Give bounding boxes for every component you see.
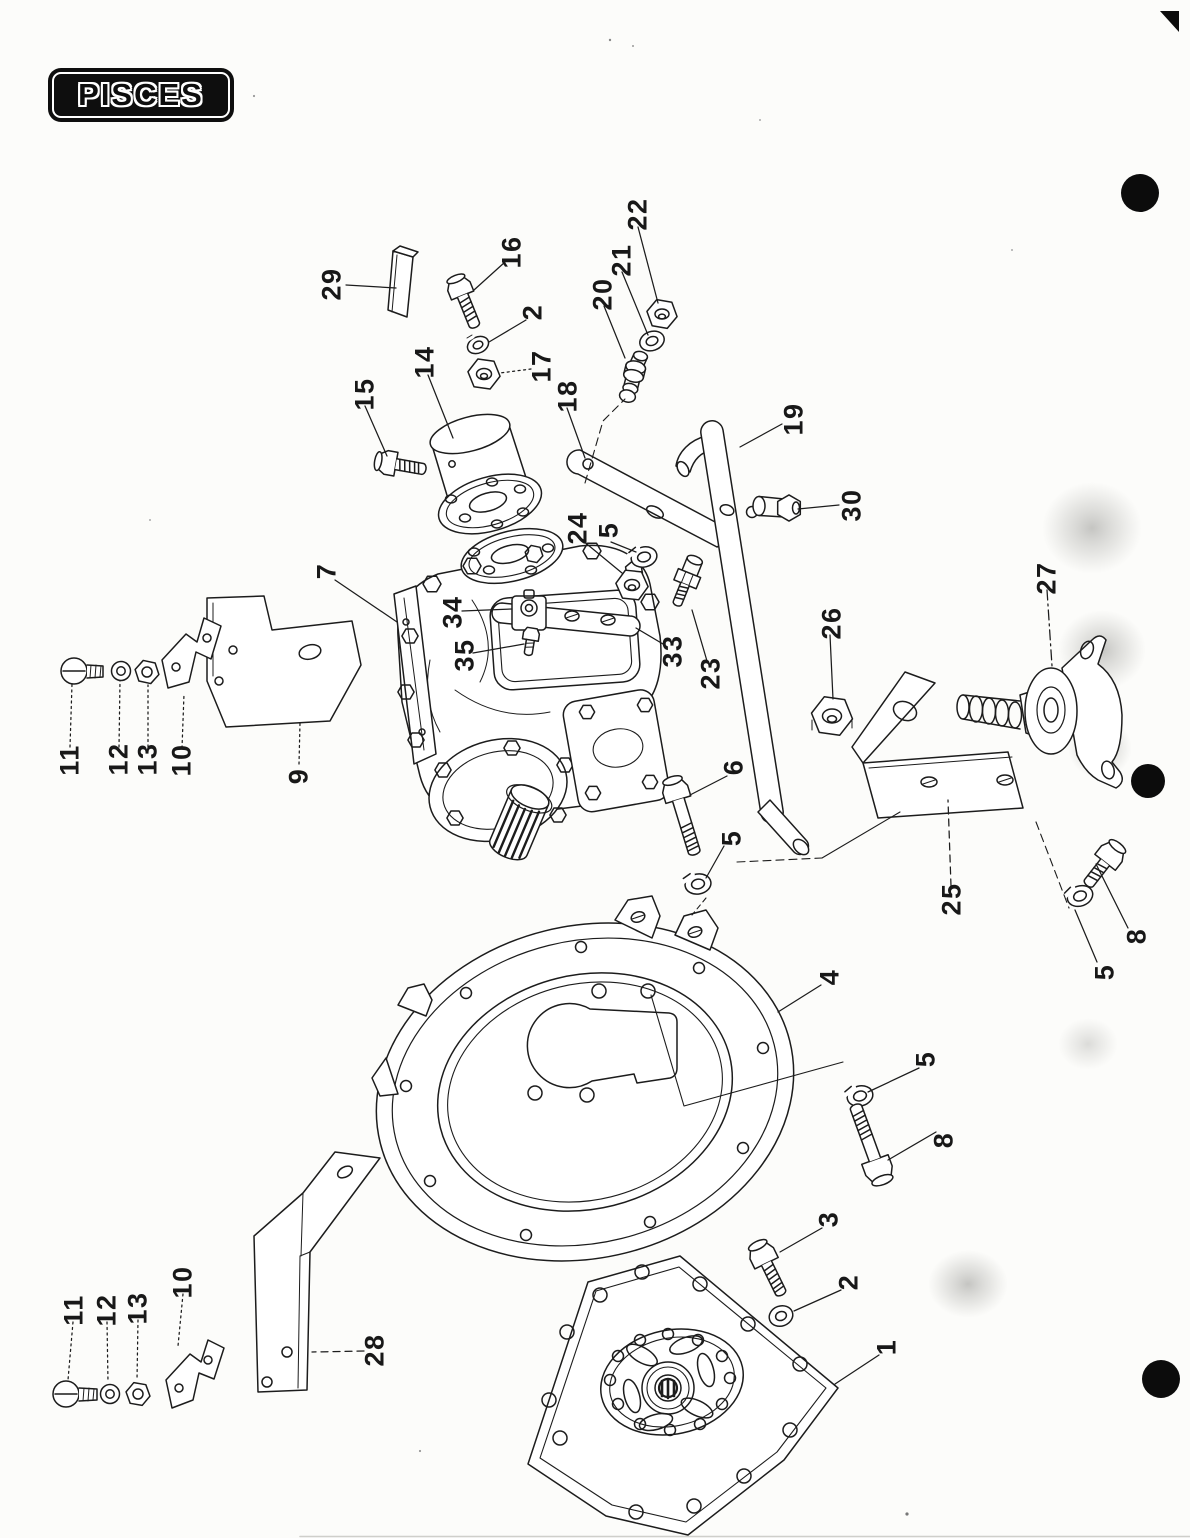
scan-artifact-corner-mark [1160,11,1179,32]
callout-11: 11 [58,1294,89,1326]
callout-30: 30 [836,488,867,522]
callout-20: 20 [587,277,618,311]
part-plunger-20 [618,350,649,403]
part-bolt-30 [752,493,802,523]
callout-35: 35 [449,638,480,672]
part-bracket-25 [851,671,1024,819]
pisces-logo: PISCES [48,68,234,122]
callout-10: 10 [166,743,197,777]
callout-2: 2 [833,1273,864,1291]
callout-22: 22 [622,197,653,231]
scan-artifacts [1121,11,1180,1398]
part-washer-2-upper [466,334,490,355]
part-damper-plate-1 [527,1255,839,1536]
part-bell-housing-4 [371,895,795,1262]
callout-11: 11 [54,744,85,776]
callout-21: 21 [606,243,637,277]
part-nut-24 [613,567,651,603]
callout-5: 5 [910,1050,941,1068]
part-bolt-8-mid [849,1103,894,1187]
callout-25: 25 [936,882,967,916]
part-washer-2-lower [768,1304,794,1328]
part-side-bracket-9 [206,595,362,728]
part-screw-11-lower [52,1380,98,1408]
part-coupling-27 [956,635,1123,789]
callout-27: 27 [1031,561,1062,595]
callout-19: 19 [778,402,809,436]
part-nut-17 [464,356,504,392]
callout-14: 14 [409,345,440,379]
part-screw-35 [521,626,541,657]
callout-15: 15 [349,377,380,411]
part-bolt-15 [373,449,427,477]
callout-4: 4 [814,968,845,986]
part-output-spline-shaft [488,784,553,861]
callout-13: 13 [122,1291,153,1325]
leader-lines [67,226,1129,1385]
callout-5: 5 [1089,963,1120,981]
callout-6: 6 [718,758,749,776]
part-bolt-8-right [1083,838,1127,888]
callout-28: 28 [359,1333,390,1367]
part-bolt-16 [446,273,481,329]
callout-23: 23 [695,656,726,690]
callout-29: 29 [316,267,347,301]
logo-border [52,72,230,118]
callout-34: 34 [437,595,468,629]
part-bolt-3 [747,1238,787,1297]
callout-7: 7 [311,562,342,580]
part-nut-13-upper [131,658,163,686]
part-key-29 [387,245,419,318]
callout-33: 33 [657,634,688,668]
callout-12: 12 [103,742,134,776]
scan-artifact-dot [1131,764,1165,798]
callout-2: 2 [517,303,548,321]
part-nut-13-lower [123,1380,153,1408]
callout-24: 24 [562,511,593,545]
part-bolt-23 [672,554,704,607]
callout-13: 13 [132,742,163,776]
logo-text: PISCES [78,77,204,112]
callout-5: 5 [593,521,624,539]
part-washer-21 [639,330,665,352]
part-bracket-28 [253,1151,381,1393]
scan-artifact-dot [1142,1360,1180,1398]
callout-18: 18 [552,379,583,413]
callout-16: 16 [496,235,527,269]
part-screw-11-upper [60,657,104,685]
part-washer-12-upper [110,660,132,682]
callout-1: 1 [871,1338,902,1356]
callout-9: 9 [283,767,314,785]
callout-12: 12 [91,1293,122,1327]
part-clamp-10-lower [165,1339,225,1409]
part-clamp-10-upper [161,617,222,689]
part-bolt-6 [661,774,701,856]
part-shift-link [491,589,641,657]
part-nut-26 [807,693,857,739]
callout-17: 17 [526,349,557,383]
callout-5: 5 [716,829,747,847]
callout-26: 26 [816,606,847,640]
callout-8: 8 [1121,927,1152,945]
part-nut-22 [643,297,681,331]
part-washer-12-lower [99,1383,121,1405]
part-coupling-14 [429,413,543,535]
scan-artifact-dot [1121,174,1159,212]
callout-3: 3 [813,1210,844,1228]
part-shift-lever-19 [675,420,810,856]
callout-10: 10 [167,1265,198,1299]
callout-8: 8 [928,1131,959,1149]
